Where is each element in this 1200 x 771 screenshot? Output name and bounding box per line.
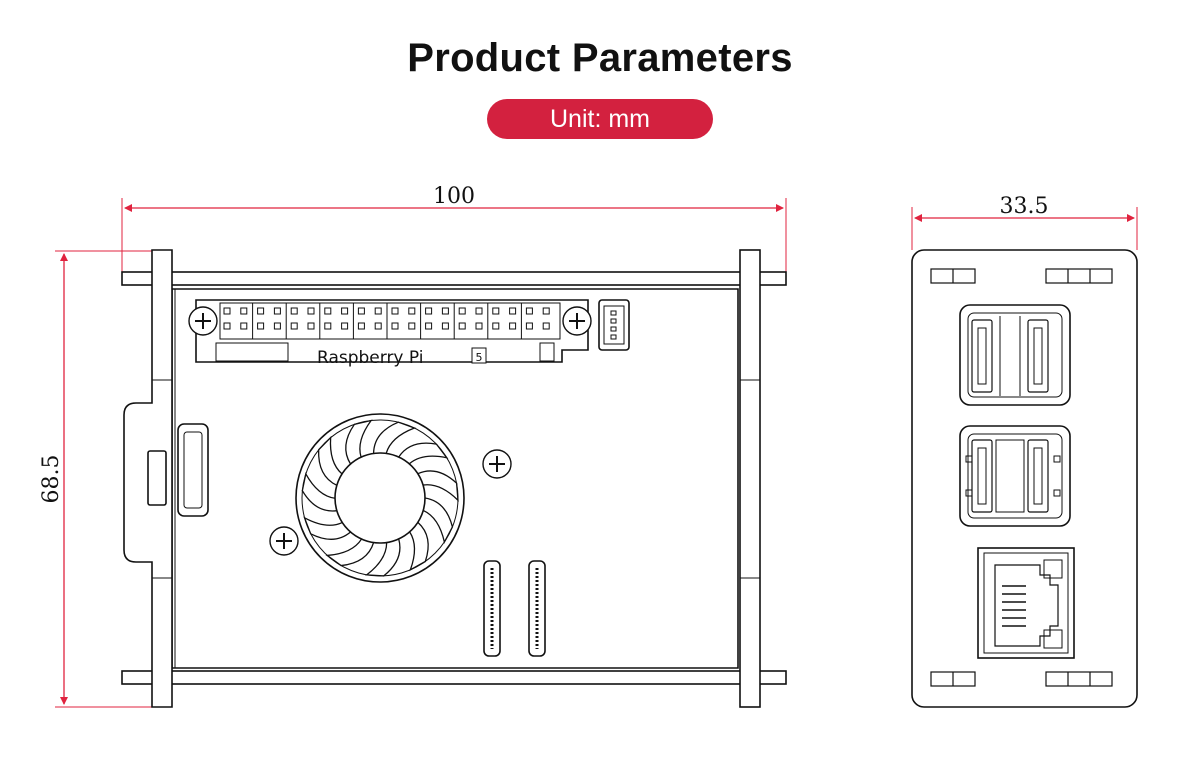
bottom-rail — [121, 670, 787, 685]
gpio-pin — [408, 322, 416, 330]
gpio-header — [219, 302, 561, 340]
fan-blade — [417, 470, 459, 502]
gpio-pin — [525, 322, 533, 330]
gpio-pin — [425, 322, 433, 330]
cooling-fan — [295, 413, 465, 583]
side-view — [911, 249, 1138, 708]
csi-connector-2 — [528, 560, 546, 657]
gpio-pin — [290, 322, 298, 330]
gpio-pin — [374, 322, 382, 330]
gpio-pin — [273, 322, 281, 330]
board-model-badge: 5 — [476, 351, 483, 364]
csi-connector-1 — [483, 560, 501, 657]
unit-badge: Unit: mm — [487, 99, 713, 139]
gpio-pin — [509, 307, 517, 315]
gpio-pin — [441, 307, 449, 315]
page-title: Product Parameters — [407, 36, 793, 80]
fan-blade — [345, 419, 373, 465]
gpio-pin — [391, 322, 399, 330]
right-panel — [739, 249, 761, 708]
dimension-width-label: 100 — [433, 184, 475, 209]
gpio-pin — [341, 322, 349, 330]
gpio-pin — [408, 307, 416, 315]
fan-blade — [303, 516, 351, 540]
gpio-pin — [441, 322, 449, 330]
gpio-pins — [223, 303, 550, 339]
gpio-pin — [223, 307, 231, 315]
fan-connector — [598, 299, 630, 351]
gpio-pin — [307, 307, 315, 315]
gpio-pin — [257, 307, 265, 315]
dimension-height-label: 68.5 — [39, 455, 64, 504]
ethernet-port — [977, 547, 1075, 659]
gpio-pin — [240, 307, 248, 315]
gpio-pin — [391, 307, 399, 315]
gpio-pin — [240, 322, 248, 330]
gpio-pin — [509, 322, 517, 330]
gpio-pin — [458, 307, 466, 315]
front-view: Raspberry Pi 5 — [121, 249, 787, 708]
usb-port-pair-1 — [959, 304, 1071, 406]
gpio-pin — [458, 322, 466, 330]
gpio-pin — [542, 322, 550, 330]
gpio-pin — [492, 307, 500, 315]
gpio-pin — [374, 307, 382, 315]
gpio-pin — [492, 322, 500, 330]
gpio-pin — [257, 322, 265, 330]
fan-blade — [409, 521, 429, 572]
gpio-pin — [273, 307, 281, 315]
power-port — [147, 450, 167, 506]
gpio-pin — [425, 307, 433, 315]
top-rail — [121, 271, 787, 286]
dimension-depth-label: 33.5 — [1000, 194, 1049, 219]
hdmi-port — [177, 423, 209, 517]
top-slots — [930, 268, 1113, 284]
fan-blade — [398, 442, 449, 465]
dimension-width: 100 — [121, 184, 787, 272]
fan-blade — [317, 435, 343, 486]
fan-blade — [301, 472, 337, 512]
gpio-pin — [290, 307, 298, 315]
bottom-slots — [930, 671, 1113, 687]
gpio-pin — [357, 307, 365, 315]
gpio-pin — [223, 322, 231, 330]
gpio-pin — [324, 322, 332, 330]
gpio-area — [195, 299, 589, 363]
gpio-pin — [525, 307, 533, 315]
usb-port-pair-2 — [959, 425, 1071, 527]
gpio-pin — [357, 322, 365, 330]
gpio-pin — [324, 307, 332, 315]
board-logo-text: Raspberry Pi — [317, 348, 424, 368]
fan-blade — [422, 497, 454, 544]
fan-blade — [372, 421, 417, 454]
dimension-height: 68.5 — [39, 250, 160, 708]
mounting-holes — [188, 306, 592, 556]
fan-blade — [364, 538, 401, 577]
gpio-pin — [307, 322, 315, 330]
gpio-pin — [341, 307, 349, 315]
gpio-pin — [542, 307, 550, 315]
gpio-pin — [475, 307, 483, 315]
gpio-pin — [475, 322, 483, 330]
dimension-depth: 33.5 — [911, 194, 1138, 250]
fan-blade — [325, 538, 375, 567]
